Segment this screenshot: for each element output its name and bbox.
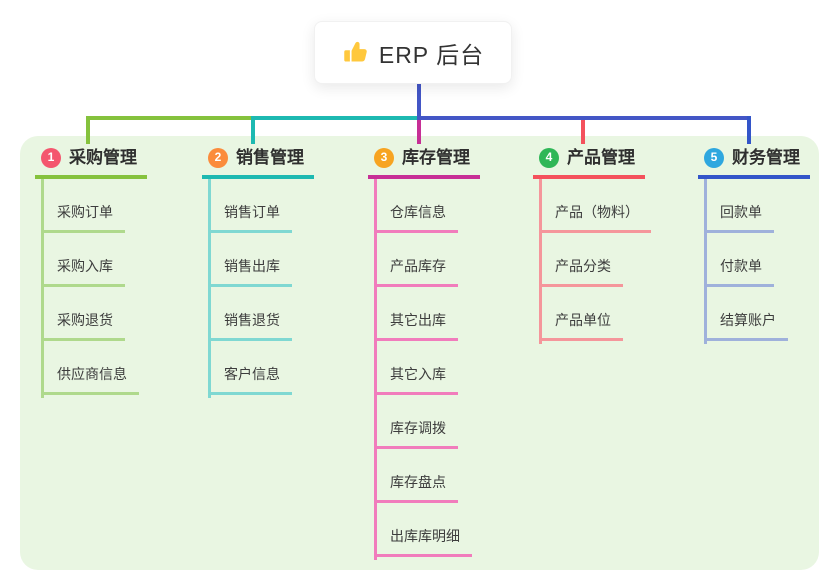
branch-item-label: 供应商信息 [57,366,127,382]
branch-number-badge: 3 [374,147,394,168]
branch-item[interactable]: 产品单位 [539,287,623,341]
branch-item[interactable]: 销售订单 [208,179,292,233]
bus-segment-purchase [86,116,255,120]
branch-number-badge: 4 [539,147,559,168]
branch-item-label: 采购入库 [57,258,113,274]
branch-item[interactable]: 采购订单 [41,179,125,233]
branch: 4 产品管理 产品（物料） 产品分类产品单位 [533,145,651,344]
branch-item-label: 采购退货 [57,312,113,328]
branch-item[interactable]: 仓库信息 [374,179,458,233]
branch-item-list: 采购订单采购入库采购退货供应商信息 [35,179,147,395]
branch-item-label: 产品分类 [555,258,611,274]
branch-item-label: 付款单 [720,258,762,274]
branch-item[interactable]: 客户信息 [208,341,292,395]
branch-item[interactable]: 其它入库 [374,341,458,395]
branch-item[interactable]: 库存调拨 [374,395,458,449]
branch: 2 销售管理 销售订单销售出库销售退货客户信息 [202,145,314,398]
branch-item-label: 客户信息 [224,366,280,382]
thumbs-up-icon [342,39,369,66]
drop-connector-sales [251,116,255,144]
drop-connector-product [581,120,585,144]
drop-connector-finance [747,116,751,144]
branch-item-label: 产品库存 [390,258,446,274]
branch-number-badge: 5 [704,147,724,168]
branch-connector-line [374,179,377,560]
branch-title-label: 采购管理 [69,148,137,167]
branch-connector-line [41,179,44,398]
branch-title-label: 销售管理 [236,148,304,167]
branch-item-label: 其它出库 [390,312,446,328]
branch-item-label: 产品（物料） [555,204,639,220]
bus-segment-finance [417,116,751,120]
branch-item-label: 出库库明细 [390,528,460,544]
branch-item[interactable]: 产品库存 [374,233,458,287]
branch-item[interactable]: 采购入库 [41,233,125,287]
branch-item-label: 销售出库 [224,258,280,274]
branch-item-label: 结算账户 [720,312,776,328]
branch-title[interactable]: 4 产品管理 [533,145,645,179]
branch: 3 库存管理 仓库信息产品库存其它出库其它入库库存调拨库存盘点出库库明细 [368,145,480,560]
trunk-connector [417,82,421,118]
branch-item[interactable]: 采购退货 [41,287,125,341]
branch-item[interactable]: 产品分类 [539,233,623,287]
branch-title[interactable]: 1 采购管理 [35,145,147,179]
branch-connector-line [208,179,211,398]
branch-item[interactable]: 库存盘点 [374,449,458,503]
branch-title-label: 产品管理 [567,148,635,167]
branch-item[interactable]: 其它出库 [374,287,458,341]
branch-item[interactable]: 销售退货 [208,287,292,341]
branch-item-label: 产品单位 [555,312,611,328]
branch-item[interactable]: 结算账户 [704,287,788,341]
branch-title[interactable]: 2 销售管理 [202,145,314,179]
branch-connector-line [539,179,542,344]
branch-connector-line [704,179,707,344]
root-label: ERP 后台 [378,41,485,68]
drop-connector-inventory [417,120,421,144]
branch-title[interactable]: 5 财务管理 [698,145,810,179]
branch: 5 财务管理 回款单付款单结算账户 [698,145,810,344]
branch-item-label: 仓库信息 [390,204,446,220]
branch-title-label: 财务管理 [732,148,800,167]
branch-item-list: 回款单付款单结算账户 [698,179,810,341]
branch: 1 采购管理 采购订单采购入库采购退货供应商信息 [35,145,147,398]
mindmap-panel [20,136,819,570]
branch-item-label: 回款单 [720,204,762,220]
root-node[interactable]: ERP 后台 [314,21,512,84]
branch-item-list: 销售订单销售出库销售退货客户信息 [202,179,314,395]
drop-connector-purchase [86,116,90,144]
branch-item[interactable]: 回款单 [704,179,774,233]
branch-item[interactable]: 供应商信息 [41,341,139,395]
branch-item-label: 其它入库 [390,366,446,382]
branch-item-label: 采购订单 [57,204,113,220]
branch-item-label: 库存盘点 [390,474,446,490]
branch-item-list: 仓库信息产品库存其它出库其它入库库存调拨库存盘点出库库明细 [368,179,480,557]
branch-title-label: 库存管理 [402,148,470,167]
branch-item-label: 销售退货 [224,312,280,328]
branch-item[interactable]: 出库库明细 [374,503,472,557]
branch-item[interactable]: 销售出库 [208,233,292,287]
branch-number-badge: 2 [208,147,228,168]
branch-item-list: 产品（物料） 产品分类产品单位 [533,179,651,341]
branch-item-label: 库存调拨 [390,420,446,436]
branch-item-label: 销售订单 [224,204,280,220]
branch-item[interactable]: 产品（物料） [539,179,651,233]
bus-segment-sales [251,116,421,120]
branch-number-badge: 1 [41,147,61,168]
branch-title[interactable]: 3 库存管理 [368,145,480,179]
branch-item[interactable]: 付款单 [704,233,774,287]
